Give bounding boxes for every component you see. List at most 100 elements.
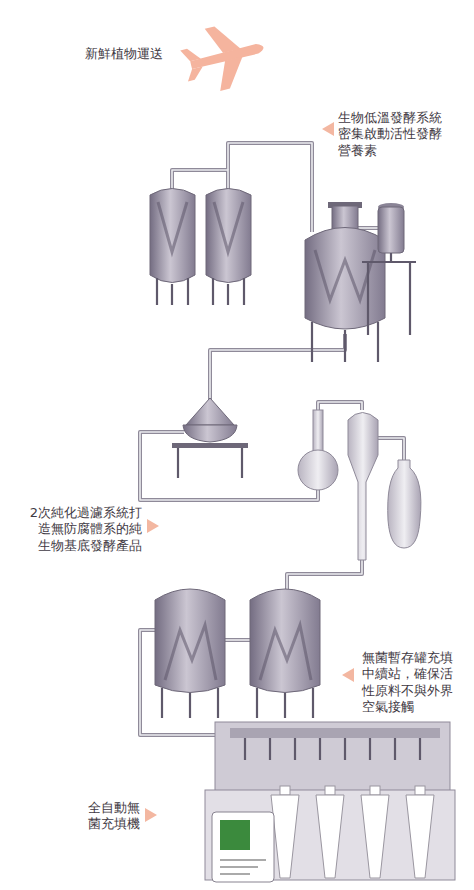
raw-tank bbox=[158, 202, 187, 252]
filter-unit bbox=[241, 448, 243, 478]
product-package bbox=[212, 812, 274, 882]
raw-tank bbox=[206, 189, 251, 283]
storage-tank bbox=[155, 589, 225, 693]
pointer-triangle bbox=[322, 122, 334, 136]
bottle bbox=[361, 795, 389, 878]
annotation-label: 新鮮植物運送 bbox=[85, 46, 163, 62]
pipe bbox=[318, 402, 362, 412]
product-package bbox=[212, 812, 274, 882]
pointer-triangle bbox=[145, 122, 354, 822]
annotation-label: 全自動無 菌充填機 bbox=[75, 800, 140, 833]
storage-tank bbox=[217, 688, 219, 718]
annotation-label: 生物低溫發酵系統 密集啟動活性發酵 營養素 bbox=[338, 110, 455, 159]
pipe bbox=[225, 639, 250, 641]
storage-tank bbox=[260, 625, 311, 680]
filling-machine bbox=[344, 738, 346, 760]
product-package bbox=[220, 866, 258, 868]
filling-machine bbox=[419, 738, 421, 760]
pipe bbox=[287, 560, 362, 589]
bottle bbox=[271, 786, 434, 878]
filling-machine bbox=[369, 738, 371, 760]
purification-unit bbox=[313, 410, 323, 452]
filling-machine bbox=[244, 738, 246, 760]
filling-machine bbox=[319, 738, 321, 760]
raw-tank bbox=[156, 278, 158, 305]
filling-machine bbox=[230, 728, 440, 738]
nutrient-tank bbox=[409, 262, 411, 335]
airplane-icon bbox=[177, 16, 272, 98]
raw-tank bbox=[243, 278, 245, 305]
pipe bbox=[358, 227, 378, 229]
pipe bbox=[378, 438, 404, 460]
nutrient-tank bbox=[378, 207, 404, 253]
fermentation-reactor bbox=[311, 322, 313, 362]
filling-machine bbox=[269, 738, 271, 760]
pipe bbox=[225, 638, 250, 642]
storage-tank bbox=[250, 589, 320, 693]
storage-tank bbox=[284, 693, 286, 718]
airplane-icon bbox=[213, 56, 249, 90]
filter-unit bbox=[172, 398, 248, 478]
product-package bbox=[220, 859, 266, 861]
purification-unit bbox=[298, 450, 338, 490]
nutrient-tank bbox=[390, 253, 392, 262]
storage-tank bbox=[312, 688, 314, 718]
pointer-triangle bbox=[145, 808, 157, 822]
raw-tank bbox=[227, 284, 229, 305]
pipe bbox=[318, 402, 362, 412]
storage-tank bbox=[189, 693, 191, 718]
fermentation-reactor bbox=[305, 228, 385, 330]
filter-unit bbox=[177, 448, 179, 478]
raw-tank bbox=[187, 278, 189, 305]
purification-unit bbox=[348, 413, 378, 561]
pointer-triangle bbox=[342, 668, 354, 682]
pipe bbox=[172, 170, 228, 190]
storage-tank bbox=[155, 589, 320, 718]
raw-tank bbox=[212, 278, 214, 305]
fermentation-reactor bbox=[315, 250, 375, 300]
annotation-label: 2次純化過濾系統打 造無防腐體系的純 生物基底發酵產品 bbox=[19, 505, 143, 554]
filter-unit bbox=[186, 398, 234, 425]
pipe bbox=[210, 334, 345, 400]
purification-unit bbox=[388, 460, 421, 548]
nutrient-tank bbox=[367, 262, 369, 335]
raw-tank bbox=[171, 284, 173, 305]
pipe bbox=[172, 170, 228, 190]
storage-tank bbox=[256, 688, 258, 718]
airplane-icon bbox=[205, 22, 241, 56]
bottle bbox=[415, 786, 425, 795]
filling-machine bbox=[215, 722, 450, 792]
bottle bbox=[406, 795, 434, 878]
filling-machine bbox=[205, 790, 455, 880]
filling-machine bbox=[294, 738, 296, 760]
pipe bbox=[378, 438, 404, 460]
fermentation-reactor bbox=[344, 330, 346, 362]
nutrient-tank bbox=[362, 203, 416, 335]
fermentation-reactor bbox=[305, 202, 385, 362]
raw-tank bbox=[214, 202, 243, 252]
pipe bbox=[140, 432, 318, 500]
bottle bbox=[271, 795, 299, 878]
bottle bbox=[370, 786, 380, 795]
annotation-label: 無菌暫存罐充填 中續站，確保活 性原料不與外界 空氣接觸 bbox=[362, 650, 466, 715]
nutrient-tank bbox=[362, 261, 416, 263]
bottle bbox=[280, 786, 290, 795]
filter-unit bbox=[183, 425, 237, 442]
fermentation-reactor bbox=[377, 322, 379, 362]
raw-tank bbox=[150, 189, 195, 283]
bottle bbox=[325, 786, 335, 795]
storage-tank bbox=[165, 625, 216, 680]
pointer-triangle bbox=[147, 519, 159, 533]
raw-tank bbox=[150, 189, 251, 306]
product-package bbox=[220, 820, 250, 850]
product-package bbox=[220, 873, 250, 875]
pipe bbox=[140, 143, 404, 735]
filter-unit bbox=[172, 443, 248, 448]
fermentation-reactor bbox=[332, 206, 358, 230]
storage-tank bbox=[161, 688, 163, 718]
airplane-icon bbox=[180, 46, 201, 63]
filling-machine bbox=[394, 738, 396, 760]
purification-unit bbox=[298, 410, 421, 560]
bottle bbox=[316, 795, 344, 878]
